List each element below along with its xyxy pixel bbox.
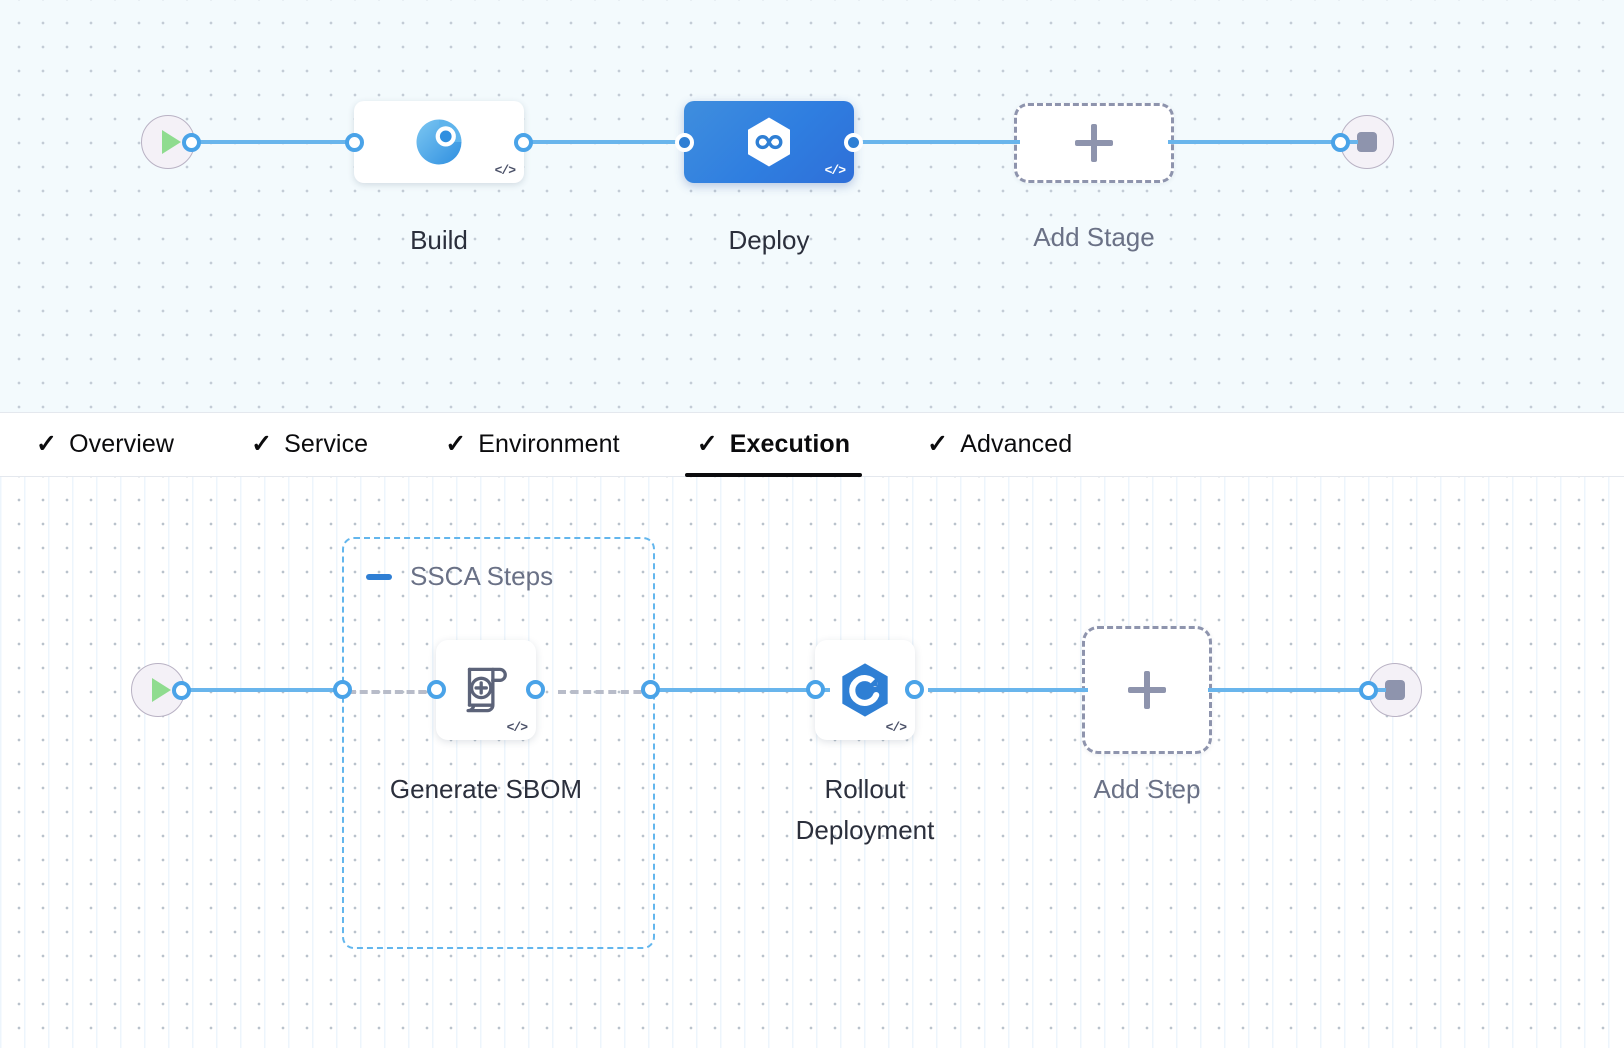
step-label-rollout-deployment: Rollout Deployment bbox=[795, 774, 935, 845]
edge-build-to-deploy bbox=[518, 140, 688, 144]
minus-icon[interactable] bbox=[366, 573, 392, 580]
build-output-port[interactable] bbox=[514, 133, 533, 152]
stage-node-deploy[interactable]: </> bbox=[675, 101, 863, 183]
step-label-generate-sbom: Generate SBOM bbox=[389, 774, 583, 804]
deploy-input-port[interactable] bbox=[675, 133, 694, 152]
end-input-port[interactable] bbox=[1331, 133, 1350, 152]
pipeline-end-node[interactable] bbox=[1331, 115, 1394, 169]
tab-overview[interactable]: ✓ Overview bbox=[30, 413, 180, 477]
play-icon bbox=[161, 130, 181, 154]
tab-label: Execution bbox=[729, 430, 851, 458]
rollout-code-badge[interactable]: </> bbox=[885, 720, 907, 735]
build-code-badge[interactable]: </> bbox=[494, 163, 516, 178]
edge-deploy-to-addstage bbox=[848, 140, 1020, 144]
pipeline-start-node[interactable] bbox=[141, 115, 201, 169]
edge-addstep-to-end bbox=[1208, 688, 1386, 692]
step-node-rollout-deployment[interactable]: </> bbox=[806, 640, 924, 740]
tab-label: Overview bbox=[69, 430, 175, 458]
edge-start-to-group bbox=[185, 688, 347, 692]
stage-canvas[interactable]: </> Build </> Deploy Add Stage bbox=[0, 0, 1624, 412]
tab-service[interactable]: ✓ Service bbox=[245, 413, 374, 477]
edge-group-in-to-sbom bbox=[348, 690, 438, 694]
stop-icon bbox=[1385, 680, 1405, 700]
build-input-port[interactable] bbox=[345, 133, 364, 152]
rollout-input-port[interactable] bbox=[806, 680, 825, 699]
deploy-output-port[interactable] bbox=[844, 133, 863, 152]
stop-icon bbox=[1357, 132, 1377, 152]
execution-start-node[interactable] bbox=[131, 663, 191, 717]
add-stage-label: Add Stage bbox=[1033, 222, 1155, 252]
edge-addstage-to-end bbox=[1168, 140, 1358, 144]
check-icon: ✓ bbox=[696, 430, 718, 458]
scroll-plus-icon bbox=[466, 667, 507, 713]
execution-end-node[interactable] bbox=[1359, 663, 1422, 717]
stage-config-tabs[interactable]: ✓ Overview ✓ Service ✓ Environment ✓ Exe… bbox=[0, 412, 1624, 477]
tab-execution[interactable]: ✓ Execution bbox=[684, 413, 863, 477]
build-pie-icon bbox=[416, 119, 462, 165]
check-icon: ✓ bbox=[36, 430, 58, 458]
step-canvas[interactable]: SSCA Steps bbox=[0, 477, 1624, 1048]
step-node-generate-sbom[interactable]: </> bbox=[427, 640, 545, 740]
step-group-header[interactable]: SSCA Steps bbox=[366, 561, 553, 592]
plus-icon bbox=[1128, 671, 1166, 709]
deploy-hexagon-infinity-icon bbox=[748, 117, 790, 167]
edge-sbom-to-group-out bbox=[558, 690, 654, 694]
check-icon: ✓ bbox=[445, 430, 467, 458]
tab-label: Service bbox=[284, 430, 369, 458]
play-icon bbox=[151, 678, 171, 702]
check-icon: ✓ bbox=[251, 430, 273, 458]
group-output-port[interactable] bbox=[641, 680, 660, 699]
step-group-label: SSCA Steps bbox=[410, 561, 554, 591]
stage-label-deploy: Deploy bbox=[728, 225, 810, 255]
sbom-output-port[interactable] bbox=[526, 680, 545, 699]
group-input-port[interactable] bbox=[333, 680, 352, 699]
check-icon: ✓ bbox=[927, 430, 949, 458]
deploy-code-badge[interactable]: </> bbox=[824, 163, 846, 178]
add-stage-button[interactable] bbox=[1014, 103, 1174, 183]
stage-label-build: Build bbox=[410, 225, 468, 255]
execution-start-output-port[interactable] bbox=[172, 681, 191, 700]
stage-node-build[interactable]: </> bbox=[345, 101, 533, 183]
edge-group-to-rollout bbox=[650, 688, 830, 692]
sbom-code-badge[interactable]: </> bbox=[506, 720, 528, 735]
tab-label: Environment bbox=[478, 430, 620, 458]
add-step-button[interactable] bbox=[1082, 626, 1212, 754]
rollout-output-port[interactable] bbox=[905, 680, 924, 699]
start-output-port[interactable] bbox=[182, 133, 201, 152]
step-group-ssca[interactable]: SSCA Steps bbox=[342, 537, 655, 949]
tab-label: Advanced bbox=[960, 430, 1073, 458]
rollout-hexagon-arrow-icon bbox=[842, 663, 888, 717]
edge-start-to-build bbox=[196, 140, 356, 144]
tab-advanced[interactable]: ✓ Advanced bbox=[921, 413, 1078, 477]
plus-icon bbox=[1075, 124, 1113, 162]
execution-end-input-port[interactable] bbox=[1359, 681, 1378, 700]
edge-rollout-to-addstep bbox=[928, 688, 1088, 692]
add-step-label: Add Step bbox=[1093, 774, 1201, 804]
tab-environment[interactable]: ✓ Environment bbox=[439, 413, 626, 477]
sbom-input-port[interactable] bbox=[427, 680, 446, 699]
